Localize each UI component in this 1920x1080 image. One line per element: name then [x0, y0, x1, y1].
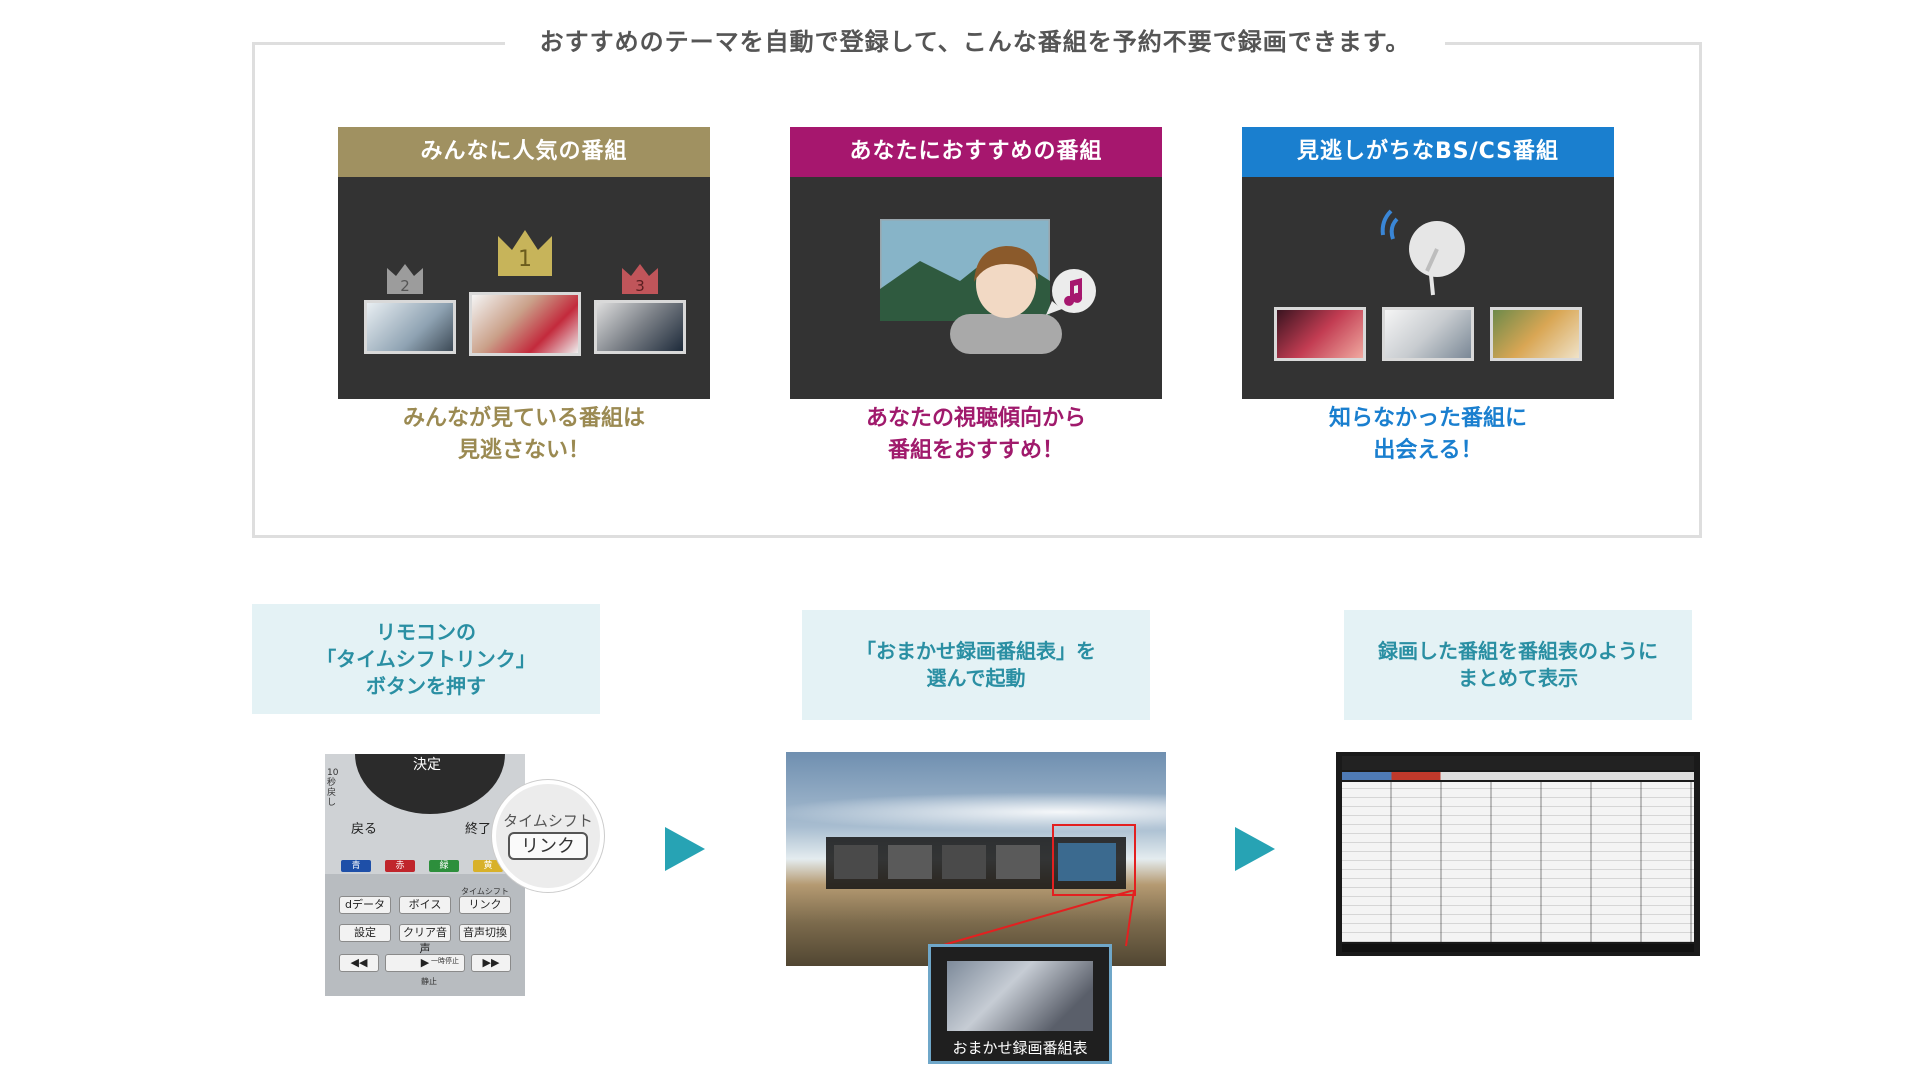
step-text: リモコンの [376, 619, 476, 644]
guide-day-bar [1342, 772, 1694, 780]
card-popular: みんなに人気の番組 2 1 3 みんなが見ている番組は 見逃さない！ [338, 127, 710, 467]
card-popular-illustration: 2 1 3 [338, 177, 710, 399]
blue-button[interactable]: 青 [341, 860, 371, 872]
caption-line: 見逃さない！ [457, 438, 590, 463]
step-text: ボタンを押す [366, 673, 486, 698]
zoom-link-button[interactable]: リンク [508, 832, 588, 860]
program-guide-screen-image [1336, 752, 1700, 956]
step-1-box: リモコンの 「タイムシフトリンク」 ボタンを押す [252, 604, 600, 714]
menu-item[interactable] [996, 845, 1040, 879]
step-text: 録画した番組を番組表のように [1378, 639, 1658, 663]
step-3-box: 録画した番組を番組表のように まとめて表示 [1344, 610, 1692, 720]
rewind-button[interactable]: ◀◀ [339, 954, 379, 972]
card-bscs: 見逃しがちなBS/CS番組 知らなかった番組に 出会える！ [1242, 127, 1614, 467]
callout-connector [939, 890, 1135, 947]
green-button[interactable]: 緑 [429, 860, 459, 872]
timeshift-small-label: タイムシフト [461, 887, 509, 896]
play-pause-button[interactable]: ▶ [385, 954, 465, 972]
omakase-popup: おまかせ録画番組表 [928, 944, 1112, 1064]
red-button[interactable]: 赤 [385, 860, 415, 872]
popup-label: おまかせ録画番組表 [952, 1039, 1088, 1057]
thumbnail-image [364, 300, 456, 354]
menu-screen-image [786, 752, 1166, 966]
thumbnail-image [1274, 307, 1366, 361]
fast-forward-button[interactable]: ▶▶ [471, 954, 511, 972]
timeshift-link-button[interactable]: リンク [459, 896, 511, 914]
next-arrow-icon [1235, 827, 1275, 871]
card-recommended: あなたにおすすめの番組 あなたの視聴傾向から 番組をおすすめ！ [790, 127, 1162, 467]
card-popular-heading: みんなに人気の番組 [338, 127, 710, 177]
voice-button[interactable]: ボイス [399, 896, 451, 914]
guide-header [1342, 756, 1694, 770]
crown-icon [387, 264, 423, 294]
pause-label: 一時停止 [431, 957, 459, 965]
card-recommended-heading: あなたにおすすめの番組 [790, 127, 1162, 177]
music-note-icon [1046, 269, 1096, 315]
yellow-button[interactable]: 黄 [473, 860, 503, 872]
remote-control-image: 決定 戻る 終了 10秒戻し 青 赤 緑 黄 タイムシフト dデータ ボイス リ… [325, 754, 525, 996]
menu-item[interactable] [888, 845, 932, 879]
caption-line: 知らなかった番組に [1328, 406, 1527, 431]
step-text: 選んで起動 [926, 666, 1026, 690]
menu-item[interactable] [834, 845, 878, 879]
settings-button[interactable]: 設定 [339, 924, 391, 942]
mute-label: 静止 [421, 977, 437, 986]
rank-1-label: 1 [518, 247, 532, 272]
highlight-box [1052, 824, 1136, 896]
audio-switch-button[interactable]: 音声切換 [459, 924, 511, 942]
card-popular-caption: みんなが見ている番組は 見逃さない！ [338, 403, 710, 467]
end-button[interactable]: 終了 [465, 822, 492, 837]
card-recommended-illustration [790, 177, 1162, 399]
person-icon [950, 246, 1062, 354]
caption-line: あなたの視聴傾向から [865, 406, 1086, 431]
caption-line: 出会える！ [1373, 438, 1483, 463]
crown-icon [622, 264, 658, 294]
data-button[interactable]: dデータ [339, 896, 391, 914]
card-bscs-illustration [1242, 177, 1614, 399]
step-text: まとめて表示 [1458, 666, 1578, 690]
zoom-circle: タイムシフト リンク [492, 780, 604, 892]
card-bscs-caption: 知らなかった番組に 出会える！ [1242, 403, 1614, 467]
crown-icon [498, 230, 552, 276]
guide-lines [1342, 782, 1694, 942]
thumbnail-image [1490, 307, 1582, 361]
caption-line: 番組をおすすめ！ [887, 438, 1064, 463]
timeshift-menu-bar [826, 837, 1126, 889]
skip-back-label: 10秒戻し [327, 768, 339, 808]
satellite-dish-icon [1380, 209, 1465, 296]
card-recommended-caption: あなたの視聴傾向から 番組をおすすめ！ [790, 403, 1162, 467]
popup-thumbnail [947, 961, 1093, 1031]
guide-grid [1342, 782, 1694, 942]
card-bscs-heading: 見逃しがちなBS/CS番組 [1242, 127, 1614, 177]
clear-voice-button[interactable]: クリア音声 [399, 924, 451, 955]
menu-item[interactable] [942, 845, 986, 879]
step-text: 「タイムシフトリンク」 [316, 646, 536, 671]
thumbnail-image [594, 300, 686, 354]
back-button[interactable]: 戻る [351, 822, 378, 837]
thumbnail-image [469, 292, 581, 356]
menu-item-omakase[interactable] [1058, 843, 1116, 881]
thumbnail-image [1382, 307, 1474, 361]
guide-footer [1342, 944, 1694, 952]
step-2-box: 「おまかせ録画番組表」を 選んで起動 [802, 610, 1150, 720]
rank-2-label: 2 [400, 277, 410, 295]
zoom-timeshift-label: タイムシフト [503, 812, 593, 830]
decide-button[interactable]: 決定 [413, 757, 441, 773]
next-arrow-icon [665, 827, 705, 871]
rank-3-label: 3 [635, 277, 645, 295]
section-title: おすすめのテーマを自動で登録して、こんな番組を予約不要で録画できます。 [505, 24, 1445, 60]
step-text: 「おまかせ録画番組表」を [856, 639, 1096, 663]
caption-line: みんなが見ている番組は [402, 406, 645, 431]
